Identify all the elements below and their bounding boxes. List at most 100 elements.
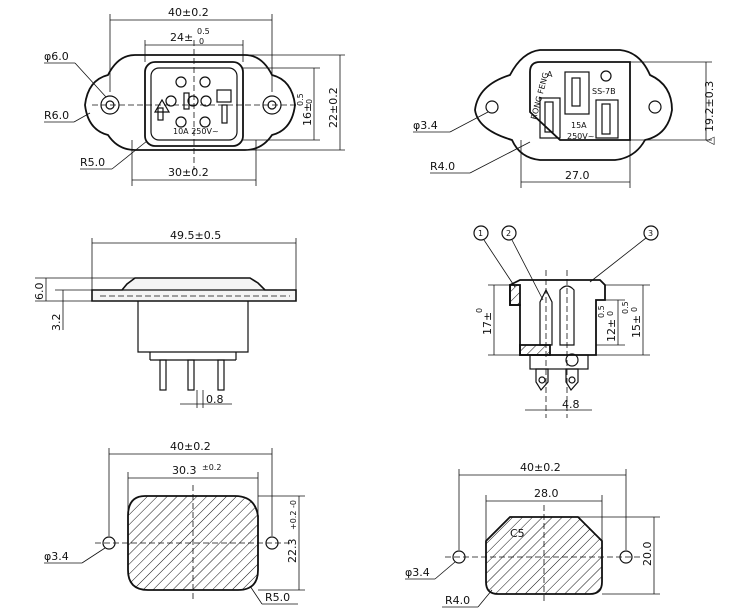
pin-slot-left [157, 107, 164, 121]
dim-outer-height: 22±0.2 [327, 87, 340, 128]
pin-right [601, 103, 611, 135]
dim-hole-dia: φ3.4 [405, 566, 430, 579]
dim-height-big: 15± [630, 315, 643, 338]
dim-corner-radius: R4.0 [445, 594, 470, 607]
model-text: SS-7B [592, 87, 616, 96]
dim-width-inner: 30.3 [172, 464, 197, 477]
rating-amp: 15A [571, 121, 587, 130]
flange-outline [474, 49, 673, 161]
dim-height: 22.3 [286, 539, 299, 564]
brand-text: RONG FENG [529, 71, 550, 120]
dim-height-mid: 12± [605, 319, 618, 342]
pin-3 [217, 359, 225, 391]
housing-outline [509, 279, 606, 356]
callout-3: 3 [648, 229, 653, 238]
callout-1-circle [473, 225, 489, 241]
dim-height-mid-tol-bot: 0 [606, 311, 615, 316]
pin-right [559, 285, 575, 346]
leader [469, 141, 531, 174]
dim-height-big-tol-bot: 0 [630, 307, 639, 312]
dim-flange-gap: 3.2 [50, 314, 63, 332]
pin-slot-center [183, 92, 190, 110]
dim-height: 19.2±0.3 [703, 81, 716, 132]
symbol-circle-2 [199, 76, 211, 88]
leader [589, 237, 647, 283]
cutout-view-right: 40±0.2 28.0 C5 20.0 φ3.4 R4.0 [405, 461, 660, 608]
dim-width: 27.0 [565, 169, 590, 182]
pin-slot-left [539, 97, 561, 139]
flange-section [509, 284, 521, 306]
leader [73, 112, 91, 123]
dim-inner-tol-top: 0.5 [197, 27, 210, 36]
dim-pin-thk: 0.8 [206, 393, 224, 406]
mount-hole-left [485, 100, 499, 114]
symbol-circle-3 [165, 95, 177, 107]
dim-length: 49.5±0.5 [170, 229, 221, 242]
dim-width-outer: 40±0.2 [520, 461, 561, 474]
pin-2 [187, 359, 195, 391]
pin-base [529, 354, 589, 370]
leader [449, 111, 489, 133]
dim-height-tol: +0.2 -0 [289, 500, 298, 530]
callout-2-circle [501, 225, 517, 241]
inlet-body [529, 61, 631, 141]
leader [81, 547, 106, 564]
symbol-circle-4 [187, 95, 199, 107]
dim-height-mid-tol-top: 0.5 [597, 305, 606, 318]
warning-triangle-icon [153, 98, 171, 113]
dim-bottom-width: 30±0.2 [168, 166, 209, 179]
leader [74, 62, 107, 98]
mount-hole-right [648, 100, 662, 114]
pin-left [539, 288, 553, 346]
dim-width-inner: 28.0 [534, 487, 559, 500]
pin-1 [159, 359, 167, 391]
dim-hole-dia: φ3.4 [44, 550, 69, 563]
dim-corner-radius: R5.0 [265, 591, 290, 604]
dim-chamfer: C5 [510, 527, 525, 540]
leader [477, 589, 493, 608]
earth-symbol-icon [600, 70, 612, 82]
cutout-view-left: 40±0.2 30.3 ±0.2 22.3 +0.2 -0 φ3.4 R5.0 [44, 440, 305, 605]
dim-height-big-tol-top: 0.5 [621, 301, 630, 314]
symbol-circle-6 [175, 116, 187, 128]
base-section [519, 344, 551, 356]
front-view-left: 10A 250V~ 40±0.2 24± 0.5 0 φ6.0 R6.0 R5.… [44, 6, 345, 186]
body-outline [137, 301, 249, 353]
symbol-circle-1 [175, 76, 187, 88]
rating-text: 10A 250V~ [173, 127, 219, 136]
leader [483, 239, 516, 288]
dim-inner-height-tol-bot: 0 [305, 99, 314, 104]
callout-1: 1 [478, 229, 483, 238]
leader [111, 140, 148, 170]
pin-slot-top [564, 71, 590, 115]
symbol-circle-5 [200, 95, 212, 107]
callout-3-circle [643, 225, 659, 241]
dim-corner-radius: R5.0 [80, 156, 105, 169]
pin-slot-right [221, 104, 228, 124]
dim-height-total: 17± [481, 312, 494, 335]
pin-top [571, 77, 581, 107]
callout-2: 2 [506, 229, 511, 238]
front-view-right: A RONG FENG SS-7B 15A 250V~ φ3.4 R4.0 27… [413, 49, 716, 188]
rating-volt: 250V~ [567, 132, 594, 141]
dim-inner-width: 24± [170, 31, 193, 44]
tab-left-hole [538, 376, 546, 384]
section-view-right: 1 2 3 17± 0 12± 0.5 0 15± 0.5 0 4.8 [473, 225, 659, 418]
leader [434, 561, 456, 580]
dim-hole-dia: φ3.4 [413, 119, 438, 132]
dim-outer-radius: R6.0 [44, 109, 69, 122]
dim-hole-dia: φ6.0 [44, 50, 69, 63]
dim-height: 20.0 [641, 542, 654, 567]
side-view-left: 49.5±0.5 6.0 3.2 0.8 [33, 229, 297, 408]
leader [511, 239, 544, 301]
dim-width-inner-tol: ±0.2 [202, 463, 221, 472]
mark-a: A [547, 70, 553, 79]
tab-right [565, 368, 579, 392]
pin-slot-right [595, 99, 619, 139]
tab-right-hole [568, 376, 576, 384]
dim-inner-height: 16± [301, 103, 314, 126]
rivet [565, 353, 579, 367]
symbol-circle-7 [199, 116, 211, 128]
dim-inner-tol-bot: 0 [199, 37, 204, 46]
